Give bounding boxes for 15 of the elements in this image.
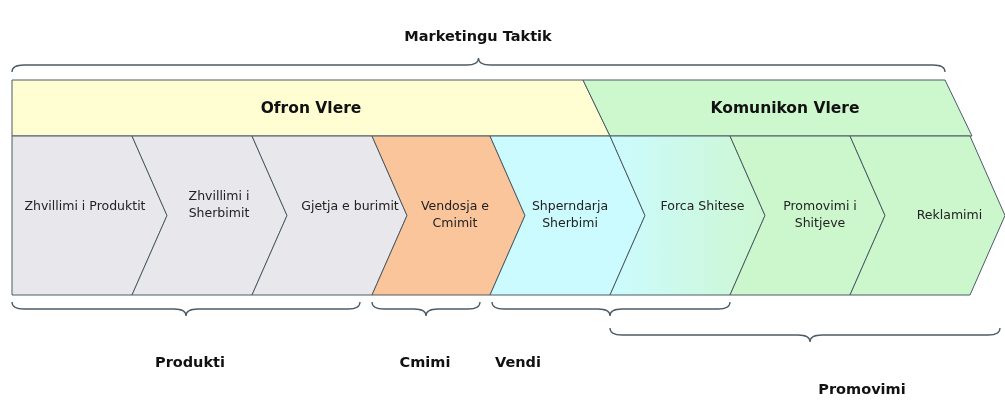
step-label: Zhvillimi i Sherbimit: [187, 187, 251, 221]
step-label: Forca Shitese: [659, 197, 746, 214]
step-label: Shperndarja Sherbimi: [530, 197, 610, 231]
band-title: Ofron Vlere: [259, 100, 363, 117]
step-label: Gjetja e burimit: [300, 197, 400, 214]
step-label: Reklamimi: [915, 206, 984, 223]
bracket-label: Promovimi: [818, 381, 906, 397]
bracket-label: Cmimi: [399, 354, 451, 370]
band-title: Komunikon Vlere: [709, 100, 861, 117]
bracket-title: Marketingu Taktik: [404, 28, 552, 44]
bracket-label: Vendi: [495, 354, 541, 370]
bracket-label: Produkti: [155, 354, 225, 370]
step-label: Vendosja e Cmimit: [419, 197, 491, 231]
step-label: Promovimi i Shitjeve: [782, 197, 858, 231]
step-label: Zhvillimi i Produktit: [23, 197, 147, 214]
